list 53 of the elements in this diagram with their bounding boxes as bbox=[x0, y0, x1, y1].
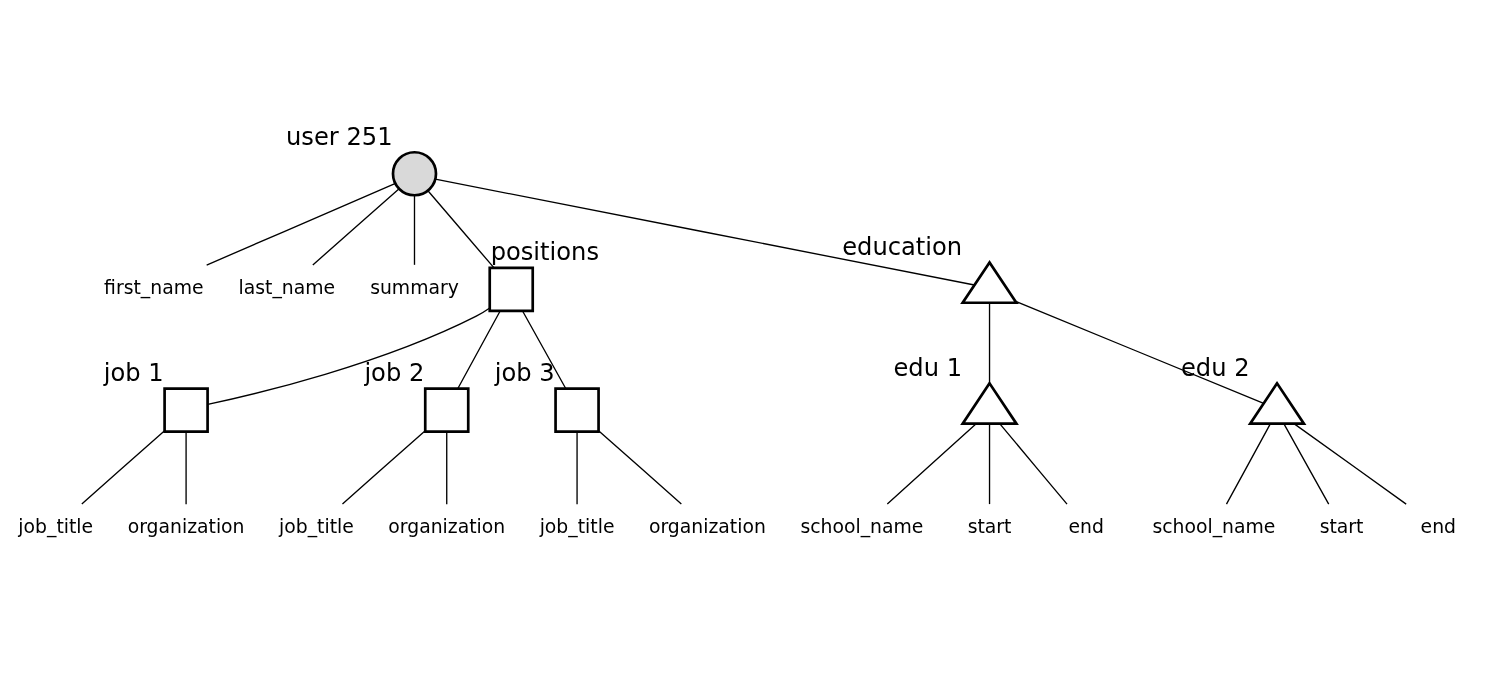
connector bbox=[988, 302, 991, 384]
node-circle bbox=[391, 150, 438, 197]
connector bbox=[81, 429, 166, 505]
node-text: end bbox=[1420, 516, 1456, 538]
connector bbox=[341, 429, 426, 505]
connector bbox=[1014, 300, 1265, 405]
connector bbox=[1293, 423, 1407, 505]
node-triangle bbox=[1247, 380, 1307, 425]
node-label: job 3 bbox=[494, 359, 555, 388]
node-text: first_name bbox=[104, 277, 204, 299]
node-label: positions bbox=[490, 238, 599, 267]
connector bbox=[522, 310, 567, 390]
node-label: edu 2 bbox=[1180, 353, 1250, 382]
connector bbox=[434, 178, 976, 286]
connector bbox=[988, 423, 991, 505]
node-label: user 251 bbox=[285, 122, 393, 151]
connector bbox=[1283, 423, 1330, 505]
node-label: job 2 bbox=[364, 359, 425, 388]
node-text: summary bbox=[370, 277, 459, 299]
node-text: organization bbox=[648, 516, 766, 538]
node-triangle bbox=[960, 260, 1019, 305]
connector bbox=[185, 431, 187, 505]
connector bbox=[427, 190, 495, 269]
node-text: job_title bbox=[18, 516, 94, 538]
node-text: job_title bbox=[279, 516, 354, 538]
node-box bbox=[488, 266, 535, 313]
connector bbox=[207, 307, 491, 406]
node-label: job 1 bbox=[103, 359, 164, 388]
connector bbox=[597, 429, 682, 505]
node-text: end bbox=[1068, 516, 1104, 538]
node-text: organization bbox=[388, 516, 506, 538]
connector bbox=[446, 431, 448, 505]
node-text: organization bbox=[127, 516, 245, 538]
connector bbox=[1225, 423, 1271, 505]
node-box bbox=[163, 387, 209, 434]
connector bbox=[457, 310, 501, 390]
node-text: school_name bbox=[1152, 516, 1276, 538]
node-box bbox=[554, 387, 600, 434]
connector bbox=[312, 188, 400, 266]
node-text: school_name bbox=[800, 516, 924, 538]
node-text: job_title bbox=[539, 516, 615, 538]
connector bbox=[576, 431, 578, 505]
node-label: edu 1 bbox=[893, 353, 963, 382]
node-text: last_name bbox=[238, 277, 336, 299]
node-triangle bbox=[960, 380, 1019, 425]
connector bbox=[206, 182, 396, 266]
connector bbox=[999, 423, 1068, 505]
connector bbox=[886, 423, 977, 505]
connector bbox=[413, 194, 416, 266]
node-box bbox=[423, 387, 470, 434]
node-label: education bbox=[842, 232, 963, 261]
node-text: start bbox=[1319, 516, 1364, 538]
node-text: start bbox=[967, 516, 1012, 538]
